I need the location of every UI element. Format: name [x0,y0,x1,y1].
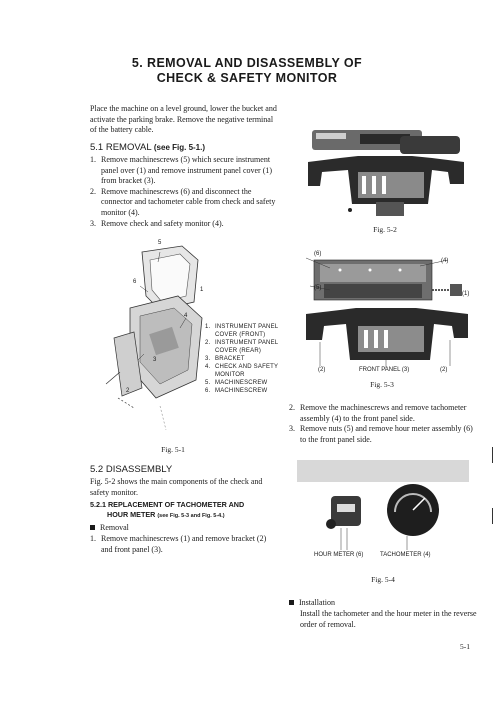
section-5-2-1-heading: 5.2.1 REPLACEMENT OF TACHOMETER AND HOUR… [90,500,245,519]
fig-5-1-legend: 1.INSTRUMENT PANEL COVER (FRONT) 2.INSTR… [205,323,293,395]
installation-text: Install the tachometer and the hour mete… [300,609,477,629]
fig-5-4-label-hour-meter: HOUR METER (6) [314,552,364,558]
fig-5-3-callout-2-left: (2) [318,367,326,373]
fig-5-4-photo [297,460,469,552]
fig-5-4-caption: Fig. 5-4 [371,575,395,584]
fig-5-1-callout-4: 4 [184,313,188,319]
legend-entry: 4.CHECK AND SAFETY MONITOR [205,364,279,378]
list-item: 2.Remove the machinescrews and remove ta… [289,403,467,423]
list-item: 3.Remove check and safety monitor (4). [90,218,224,228]
fig-5-3-callout-front-panel: FRONT PANEL (3) [359,367,410,373]
removal-label: Removal [90,523,129,534]
fig-5-4-label-tachometer: TACHOMETER (4) [380,552,431,558]
intro-paragraph: Place the machine on a level ground, low… [90,104,277,135]
margin-mark [492,508,493,524]
title-line-2: CHECK & SAFETY MONITOR [156,71,338,85]
page-number: 5-1 [460,642,470,651]
fig-5-3-illustration [305,257,468,368]
fig-5-1-caption: Fig. 5-1 [161,445,185,454]
fig-5-2-illustration [308,130,464,216]
section-5-1-steps: 1.Remove machinescrews (5) which secure … [90,155,278,229]
list-item: 2.Remove machinescrews (6) and disconnec… [90,186,276,217]
fig-5-1-exploded-view [105,245,203,431]
fig-5-1-callout-6: 6 [133,279,137,285]
fig-5-1-callout-1: 1 [200,287,204,293]
list-item: 3.Remove nuts (5) and remove hour meter … [289,424,473,444]
margin-mark [492,447,493,463]
fig-5-3-callout-5: (5) [314,285,322,291]
removal-step: 1.Remove machinescrews (1) and remove br… [90,534,278,555]
list-item: 1.Remove machinescrews (5) which secure … [90,155,273,186]
legend-entry: 1.INSTRUMENT PANEL COVER (FRONT) [205,324,279,338]
section-5-2-text: Fig. 5-2 shows the main components of th… [90,477,263,497]
bullet-square-icon [289,600,294,605]
fig-5-3-callout-1: (1) [462,291,470,297]
section-5-1-heading: 5.1 REMOVAL (see Fig. 5-1.) [90,142,206,153]
legend-entry: 5.MACHINESCREW [205,380,268,386]
fig-5-3-callout-6: (6) [314,251,322,257]
legend-entry: 3.BRACKET [205,356,245,362]
fig-5-1-callout-5: 5 [158,240,162,246]
right-steps: 2.Remove the machinescrews and remove ta… [289,403,477,445]
fig-5-2-caption: Fig. 5-2 [373,225,397,234]
fig-5-3-callout-2-right: (2) [440,367,448,373]
legend-entry: 6.MACHINESCREW [205,388,268,394]
fig-5-3-callout-4: (4) [441,258,449,264]
title-line-1: 5. REMOVAL AND DISASSEMBLY OF [131,56,363,70]
page-title: 5. REMOVAL AND DISASSEMBLY OF CHECK & SA… [0,56,494,86]
legend-entry: 2.INSTRUMENT PANEL COVER (REAR) [205,340,279,354]
bullet-square-icon [90,525,95,530]
list-item: 1.Remove machinescrews (1) and remove br… [90,534,267,554]
fig-5-3-caption: Fig. 5-3 [370,380,394,389]
section-5-2-heading: 5.2 DISASSEMBLY [90,464,173,475]
installation-label: Installation [289,598,335,609]
fig-5-1-callout-3: 3 [153,357,157,363]
fig-5-1-callout-2: 2 [126,388,130,394]
